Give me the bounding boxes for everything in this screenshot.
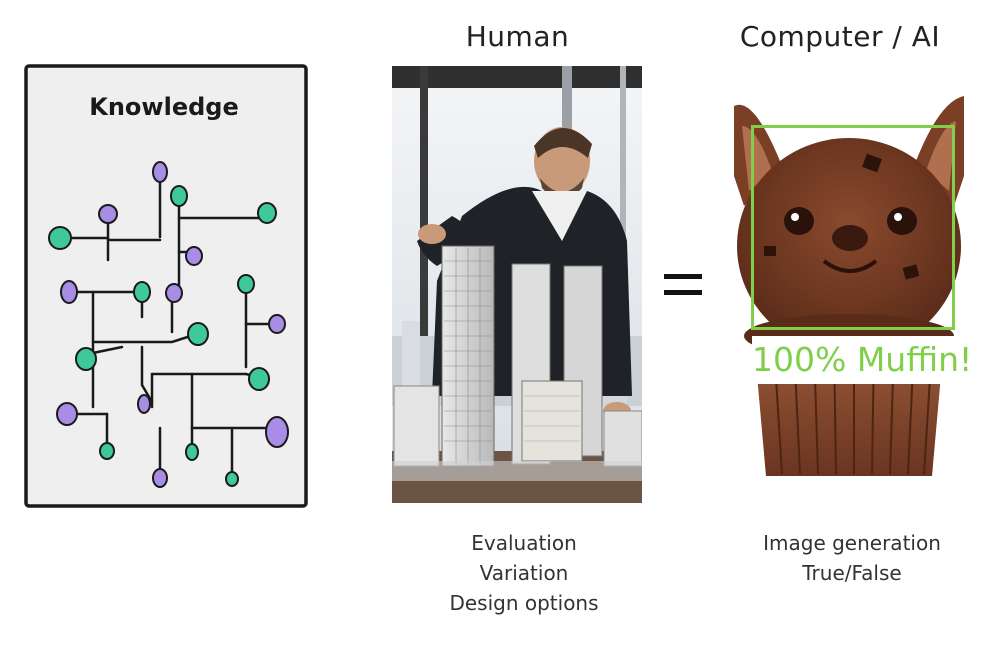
knowledge-card: Knowledge bbox=[22, 62, 310, 510]
caption-true-false: True/False bbox=[802, 561, 902, 585]
human-column-title: Human bbox=[465, 20, 570, 53]
caption-variation: Variation bbox=[479, 561, 569, 585]
caption-design-options: Design options bbox=[449, 591, 599, 615]
equals-icon bbox=[664, 274, 702, 295]
ai-captions: Image generation True/False bbox=[740, 528, 964, 588]
detection-bounding-box bbox=[751, 125, 955, 330]
detection-label: 100% Muffin! bbox=[752, 336, 972, 384]
knowledge-title: Knowledge bbox=[89, 93, 238, 121]
knowledge-network-illustration: Knowledge bbox=[24, 64, 308, 508]
equals-operator: = bbox=[662, 270, 704, 300]
network-nodes bbox=[48, 161, 289, 488]
caption-evaluation: Evaluation bbox=[471, 531, 577, 555]
ai-column-title: Computer / AI bbox=[739, 20, 941, 53]
human-architect-photo bbox=[392, 66, 642, 503]
caption-image-generation: Image generation bbox=[763, 531, 941, 555]
human-captions: Evaluation Variation Design options bbox=[420, 528, 628, 618]
